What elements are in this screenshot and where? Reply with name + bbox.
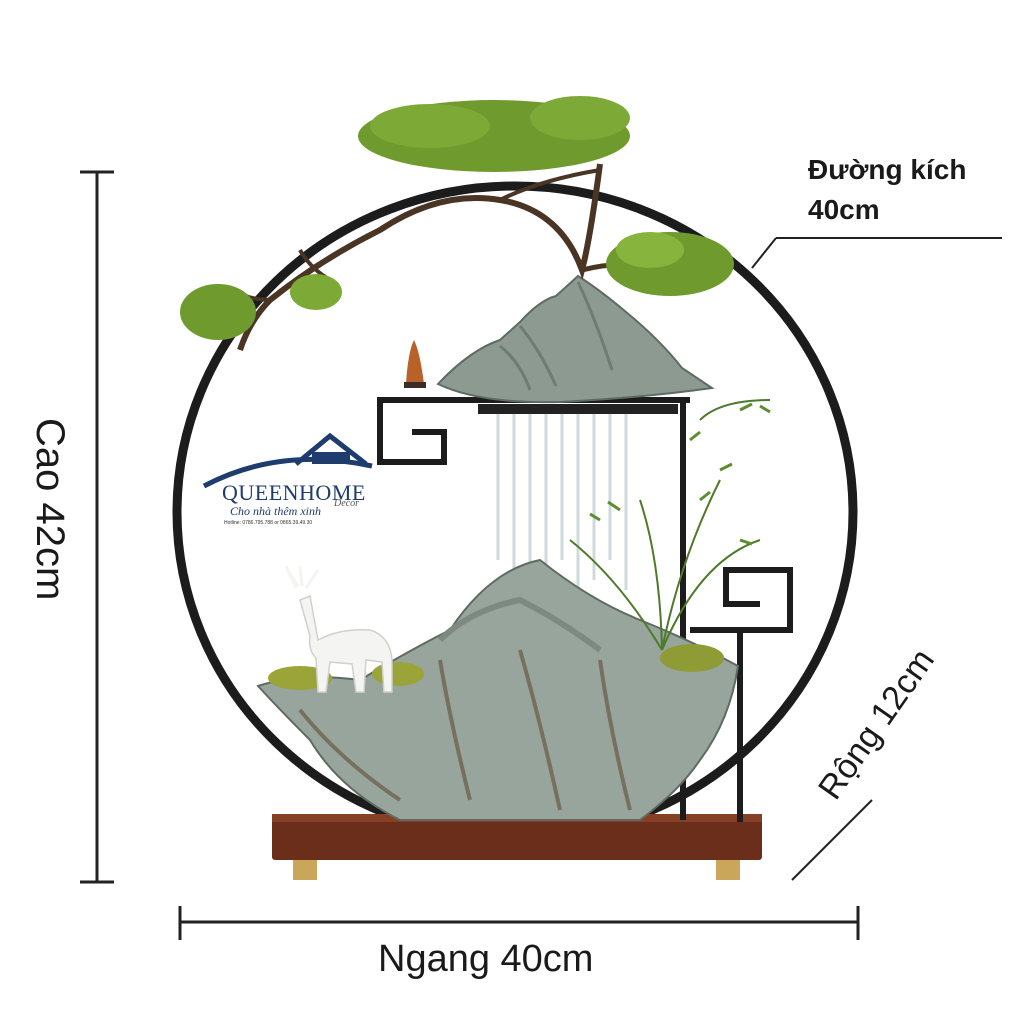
brand-name: QUEENHOME xyxy=(222,480,366,505)
pine-foliage-mid xyxy=(290,274,342,310)
moss-right xyxy=(660,644,724,672)
brand-tagline: Cho nhà thêm xinh xyxy=(230,504,321,518)
width-dimension-line xyxy=(178,906,860,940)
moss-left xyxy=(268,666,332,690)
pine-foliage-left xyxy=(180,284,256,340)
diameter-label-line1: Đường kích xyxy=(808,154,967,185)
incense-cone xyxy=(406,340,424,384)
brand-logo-mark xyxy=(202,432,373,489)
brand-hotline: Hotline: 0786.795.788 or 0865.39.49.30 xyxy=(224,520,313,526)
diameter-label-line2: 40cm xyxy=(808,194,880,225)
upper-ceramic-mountain xyxy=(436,274,715,404)
wood-base xyxy=(272,814,762,860)
brand-logo: QUEENHOME Cho nhà thêm xinh Decor Hotlin… xyxy=(200,432,380,532)
height-dimension-line xyxy=(80,170,114,884)
depth-dimension-line xyxy=(791,799,873,881)
water-streams xyxy=(496,414,628,600)
asparagus-fern xyxy=(569,399,771,651)
brass-foot-right xyxy=(716,860,740,880)
height-label: Cao 42cm xyxy=(28,418,72,601)
width-label: Ngang 40cm xyxy=(378,938,594,980)
brass-foot-left xyxy=(293,860,317,880)
white-deer-figurine xyxy=(284,565,393,693)
brand-sub: Decor xyxy=(334,498,359,509)
diameter-label: Đường kích 40cm xyxy=(808,150,966,230)
diameter-pointer-line xyxy=(751,237,777,269)
pine-branches xyxy=(180,96,734,351)
